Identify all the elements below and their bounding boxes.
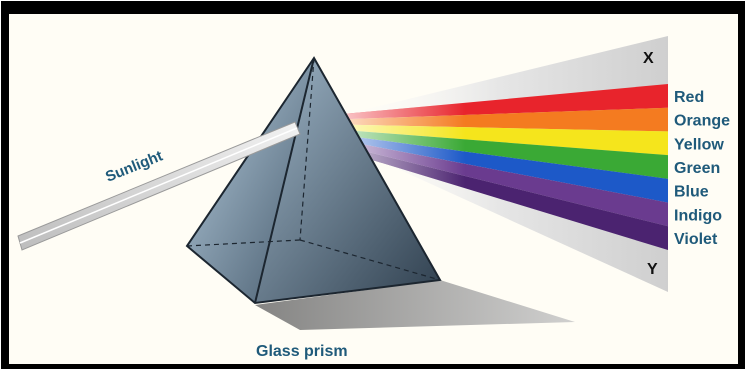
prism-shadow (255, 280, 575, 330)
prism-hidden-edge (299, 57, 315, 241)
prism-face-right (255, 58, 440, 303)
prism-face-left (187, 58, 314, 303)
spectrum-fade (300, 84, 668, 250)
glass-prism (185, 56, 442, 305)
prism-hidden-edge (186, 239, 301, 247)
spectrum-label-violet: Violet (674, 231, 718, 248)
screen-top-label: X (643, 50, 654, 67)
spectrum-label-indigo: Indigo (674, 207, 722, 224)
prism-hidden-edge (299, 239, 441, 281)
sunlight-beam (17, 121, 301, 251)
spectrum-label-orange: Orange (674, 113, 730, 130)
spectrum-label-blue: Blue (674, 184, 709, 201)
prism-front-edge (254, 57, 315, 304)
glass-prism-label: Glass prism (256, 343, 348, 360)
screen-bottom-label: Y (647, 261, 658, 278)
spectrum-label-green: Green (674, 160, 720, 177)
spectrum-label-red: Red (674, 89, 704, 106)
spectrum-label-yellow: Yellow (674, 136, 724, 153)
